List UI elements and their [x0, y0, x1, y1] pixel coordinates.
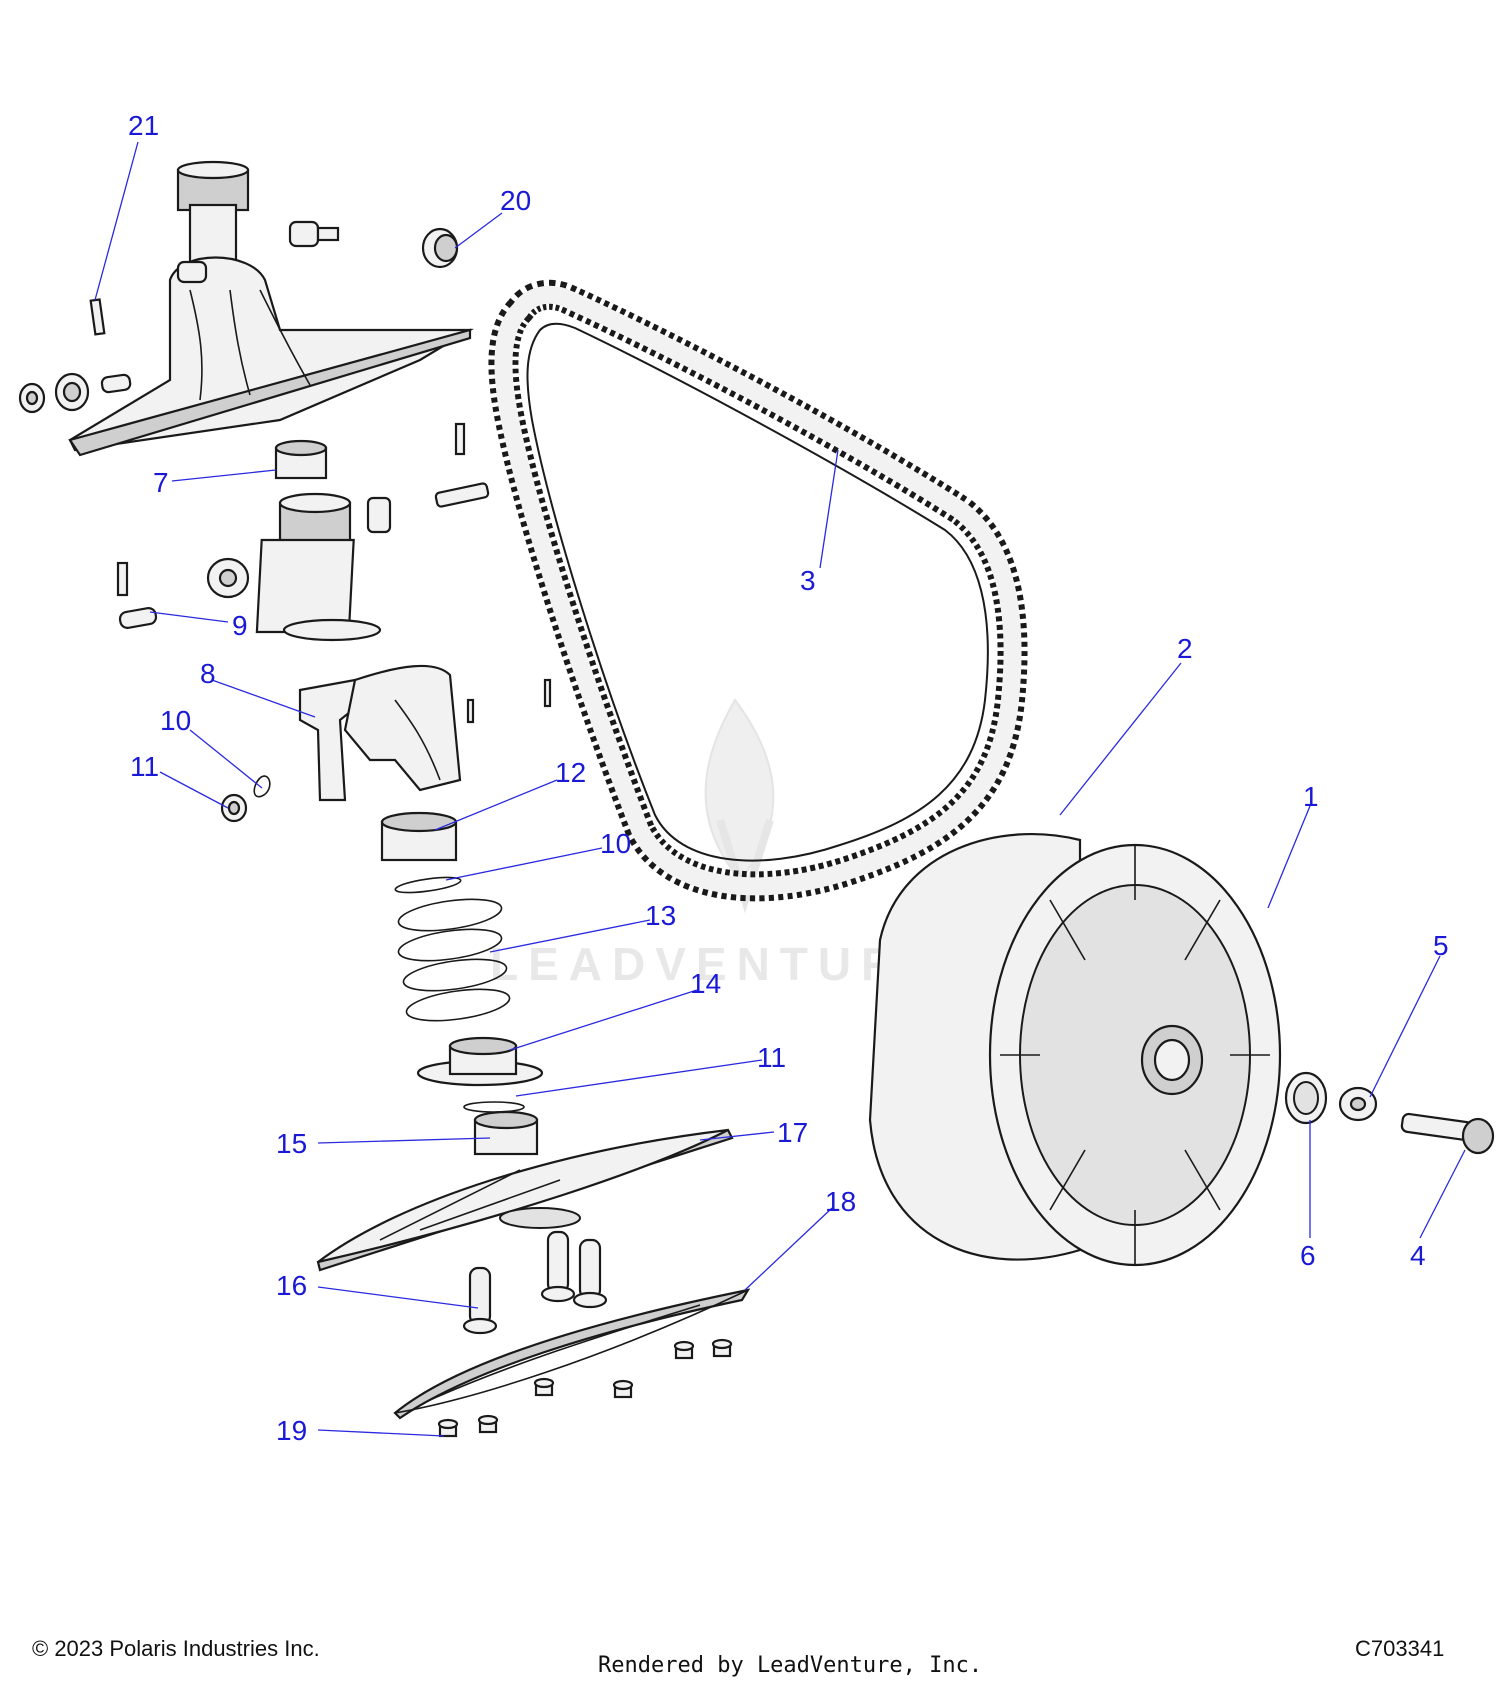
part-17-fixed-sheave: [316, 1128, 734, 1272]
part-7-bushing: [274, 439, 328, 480]
part-4-bolt: [1400, 1112, 1495, 1155]
callout-19: 19: [276, 1415, 307, 1446]
callout-10-upper: 10: [160, 705, 191, 736]
callout-10-lower: 10: [600, 828, 631, 859]
part-9-pins: [116, 557, 250, 629]
callout-15: 15: [276, 1128, 307, 1159]
callout-2: 2: [1177, 633, 1193, 664]
callout-16: 16: [276, 1270, 307, 1301]
callout-21: 21: [128, 110, 159, 141]
part-14-spring-cup: [416, 1036, 544, 1087]
part-small-pins-upper: [366, 422, 490, 534]
callout-6: 6: [1300, 1240, 1316, 1271]
callout-7: 7: [153, 467, 169, 498]
callout-20: 20: [500, 185, 531, 216]
part-19-screws: [437, 1338, 733, 1438]
callout-12: 12: [555, 757, 586, 788]
part-6-washer: [1284, 1071, 1328, 1125]
part-10-snap-ring: [394, 876, 462, 894]
leader-lines: [94, 141, 1466, 1437]
callout-11-lower: 11: [757, 1042, 786, 1073]
callout-1: 1: [1303, 781, 1319, 812]
callout-18: 18: [825, 1186, 856, 1217]
part-1-2-secondary-clutch: [868, 833, 1282, 1267]
copyright-text: © 2023 Polaris Industries Inc.: [32, 1636, 320, 1661]
part-movable-sheave-upper: [68, 160, 474, 457]
part-16-bolts: [462, 1230, 608, 1335]
part-15-bushing: [473, 1110, 539, 1156]
part-left-washers: [18, 372, 132, 414]
callout-8: 8: [200, 658, 216, 689]
callout-17: 17: [777, 1117, 808, 1148]
part-21-pin: [89, 298, 106, 336]
callout-5: 5: [1433, 930, 1449, 961]
drawing-id: C703341: [1355, 1636, 1445, 1661]
part-12-bushing: [380, 811, 458, 862]
callout-14: 14: [690, 968, 721, 999]
part-3-drive-belt: [488, 279, 1028, 902]
callout-13: 13: [645, 900, 676, 931]
part-5-washer: [1338, 1086, 1378, 1122]
callout-4: 4: [1410, 1240, 1426, 1271]
watermark-text: LEADVENTURE: [490, 938, 945, 990]
part-8-spider: [298, 664, 552, 802]
part-18-gasket: [393, 1288, 751, 1420]
part-13-spring: [397, 898, 511, 1022]
part-post: [255, 492, 382, 642]
part-10-11-left-clips: [220, 775, 271, 823]
callout-numbers: 21 20 7 3 9 8 2 10 11 12 1 10 13 5 14 11…: [128, 110, 1449, 1446]
callout-11-upper: 11: [130, 751, 159, 782]
rendered-by-text: Rendered by LeadVenture, Inc.: [598, 1653, 983, 1678]
part-20-roller: [421, 227, 459, 269]
callout-9: 9: [232, 610, 248, 641]
leadventure-watermark: LEADVENTURE: [490, 698, 945, 990]
callout-3: 3: [800, 565, 816, 596]
part-11-ring: [463, 1101, 525, 1113]
